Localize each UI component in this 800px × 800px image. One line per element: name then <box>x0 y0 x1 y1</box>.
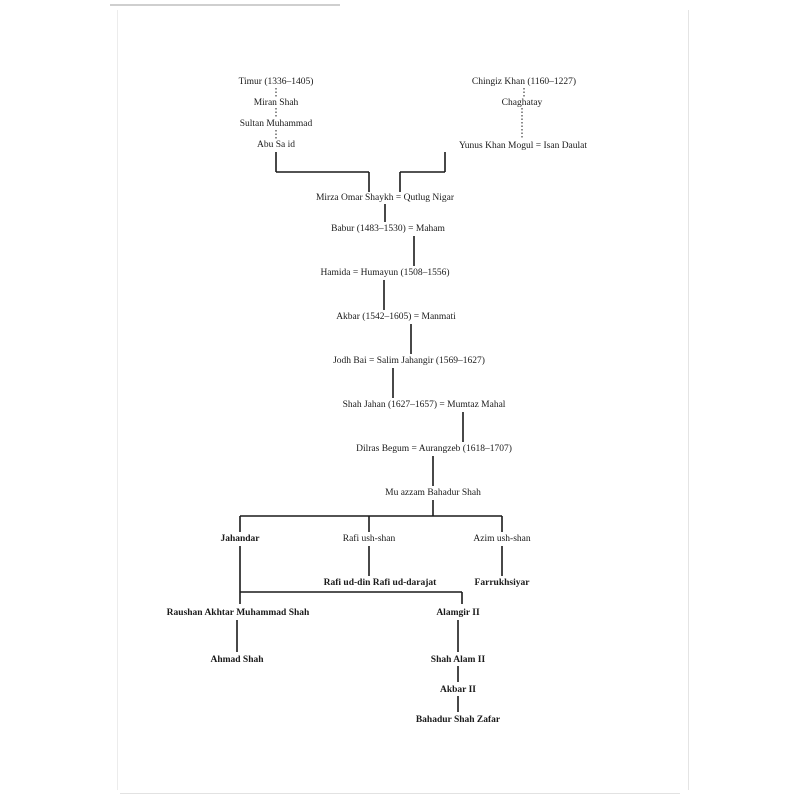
node-humayun: Hamida = Humayun (1508–1556) <box>320 268 450 278</box>
node-ahmad-shah: Ahmad Shah <box>210 655 264 665</box>
node-chingiz-khan: Chingiz Khan (1160–1227) <box>471 77 577 87</box>
node-bahadur-shah: Mu azzam Bahadur Shah <box>385 488 481 498</box>
node-jahangir: Jodh Bai = Salim Jahangir (1569–1627) <box>333 356 485 366</box>
node-yunus-khan: Yunus Khan Mogul = Isan Daulat <box>458 141 588 151</box>
node-timur: Timur (1336–1405) <box>238 77 314 87</box>
node-aurangzeb: Dilras Begum = Aurangzeb (1618–1707) <box>356 444 512 454</box>
node-shah-jahan: Shah Jahan (1627–1657) = Mumtaz Mahal <box>342 400 506 410</box>
node-abu-said: Abu Sa id <box>257 140 295 150</box>
node-babur: Babur (1483–1530) = Maham <box>331 224 445 234</box>
node-jahandar: Jahandar <box>220 534 260 544</box>
node-farrukhsiyar: Farrukhsiyar <box>474 578 530 588</box>
node-chaghatay: Chaghatay <box>501 98 543 108</box>
scan-edge-left <box>117 10 118 790</box>
node-rafi-ush-shan: Rafi ush-shan <box>342 534 396 544</box>
scan-edge-bottom <box>120 793 680 794</box>
node-miran-shah: Miran Shah <box>253 98 299 108</box>
node-bahadur-shah-zafar: Bahadur Shah Zafar <box>415 715 501 725</box>
node-alamgir-ii: Alamgir II <box>436 608 480 618</box>
scan-edge-right <box>688 10 689 790</box>
node-omar-shaykh: Mirza Omar Shaykh = Qutlug Nigar <box>315 193 455 203</box>
node-akbar-ii: Akbar II <box>440 685 476 695</box>
node-sultan-muhammad: Sultan Muhammad <box>239 119 313 129</box>
node-akbar: Akbar (1542–1605) = Manmati <box>336 312 456 322</box>
node-raushan-akhtar: Raushan Akhtar Muhammad Shah <box>166 608 310 618</box>
node-shah-alam-ii: Shah Alam II <box>430 655 486 665</box>
node-rafi-sons: Rafi ud-din Rafi ud-darajat <box>323 578 437 588</box>
node-azim-ush-shan: Azim ush-shan <box>473 534 531 544</box>
scan-edge-top <box>110 4 340 6</box>
